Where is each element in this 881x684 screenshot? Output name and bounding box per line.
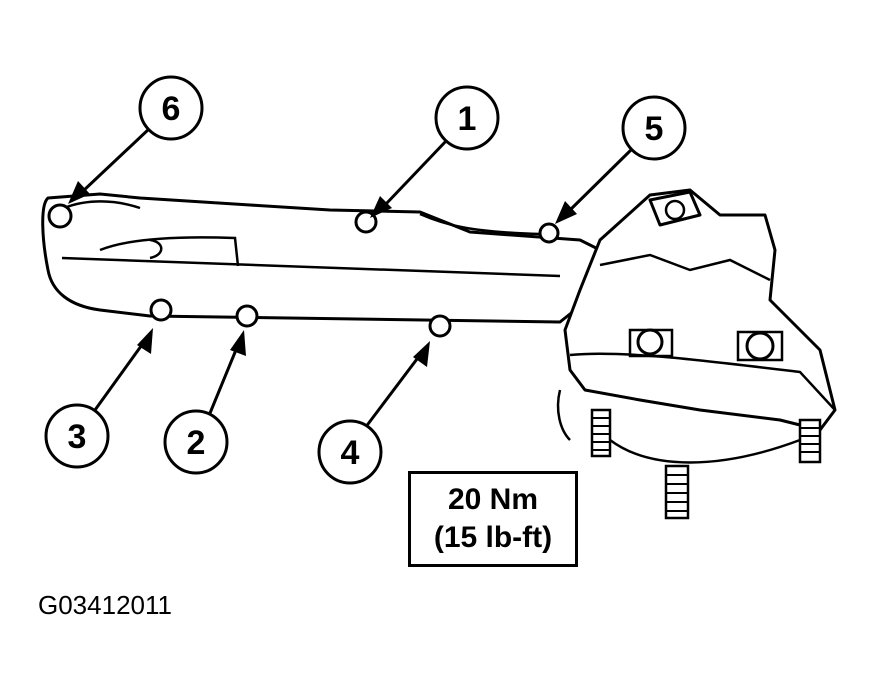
torque-metric: 20 Nm <box>447 483 539 516</box>
bolt-holes <box>47 203 560 338</box>
callout-label: 3 <box>68 418 87 456</box>
manifold-body <box>41 192 612 324</box>
studs <box>590 408 822 520</box>
bolt-hole-4 <box>428 314 452 338</box>
callout-label: 5 <box>645 110 664 148</box>
callout-3: 3 <box>44 328 153 469</box>
callout-label: 2 <box>187 424 206 462</box>
bolt-hole-2 <box>235 304 259 328</box>
callout-6: 6 <box>68 75 204 204</box>
torque-spec-box: 20 Nm (15 lb-ft) <box>408 471 578 567</box>
callout-1: 1 <box>370 85 500 218</box>
callout-2: 2 <box>163 330 246 475</box>
bolt-hole-3 <box>149 298 173 322</box>
callout-label: 6 <box>162 90 181 128</box>
callout-label: 4 <box>341 434 360 472</box>
callout-4: 4 <box>317 341 430 485</box>
callout-5: 5 <box>555 95 687 224</box>
bolt-hole-6 <box>47 203 73 229</box>
bolt-hole-5 <box>538 222 560 244</box>
callout-label: 1 <box>458 100 477 138</box>
outlet-flange <box>556 188 837 441</box>
torque-imperial: (15 lb-ft) <box>433 521 553 554</box>
figure-id: G03412011 <box>38 590 172 620</box>
